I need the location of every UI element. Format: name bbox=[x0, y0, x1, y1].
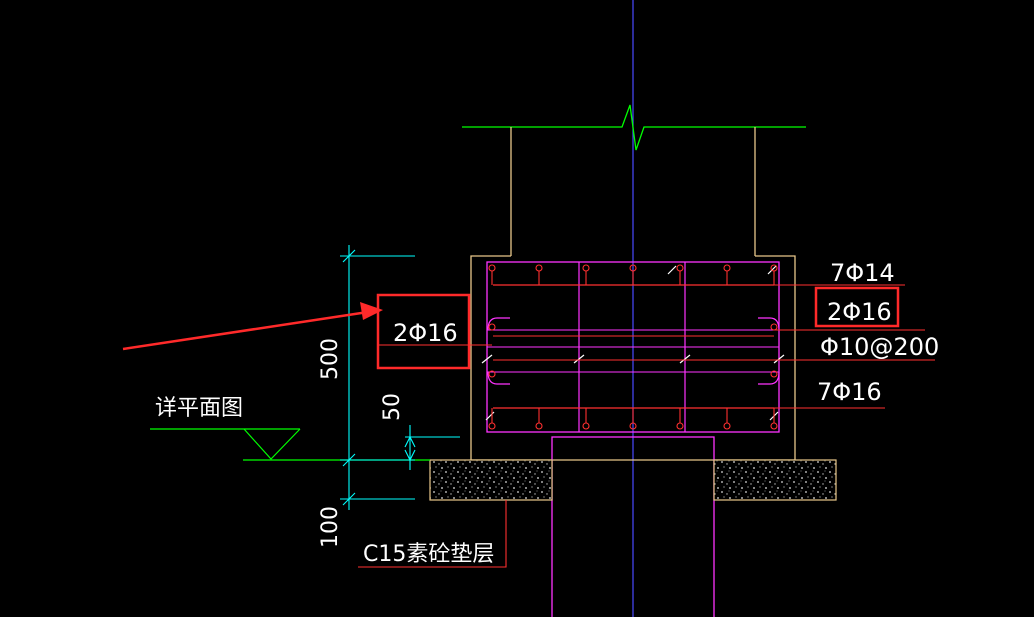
stirrup-hook bbox=[487, 371, 510, 385]
label-bottom-rebar: 7Φ16 bbox=[817, 378, 882, 406]
label-side-rebar-right: 2Φ16 bbox=[827, 298, 892, 326]
highlight-box-right bbox=[814, 286, 900, 328]
annotation-arrow bbox=[122, 310, 369, 351]
stirrup-hook bbox=[758, 317, 780, 331]
label-cushion: C15素砼垫层 bbox=[363, 542, 494, 567]
label-stirrup: Φ10@200 bbox=[820, 333, 939, 361]
cushion-left bbox=[429, 459, 553, 501]
dimension-50: 50 bbox=[380, 393, 405, 421]
label-side-rebar-left: 2Φ16 bbox=[393, 319, 458, 347]
label-top-rebar: 7Φ14 bbox=[830, 259, 895, 287]
dimension-500: 500 bbox=[318, 338, 343, 380]
cushion-right bbox=[713, 459, 837, 501]
stirrup-ticks bbox=[481, 265, 785, 421]
highlight-box-left bbox=[376, 293, 471, 370]
dimension-lines bbox=[340, 245, 460, 510]
bottom-rebar-dots bbox=[488, 408, 778, 430]
beam-outline bbox=[470, 255, 796, 461]
cushion-leader bbox=[358, 500, 507, 568]
stirrup-hook bbox=[487, 317, 510, 331]
break-line-symbol bbox=[462, 104, 806, 151]
dimension-100: 100 bbox=[318, 506, 343, 548]
top-rebar-dots bbox=[488, 264, 778, 285]
label-detail-plan: 详平面图 bbox=[155, 396, 243, 421]
lower-column bbox=[551, 436, 715, 617]
elevation-triangle-symbol bbox=[243, 428, 301, 460]
annotation-arrowhead bbox=[360, 302, 383, 320]
stirrup-hook bbox=[758, 371, 780, 385]
